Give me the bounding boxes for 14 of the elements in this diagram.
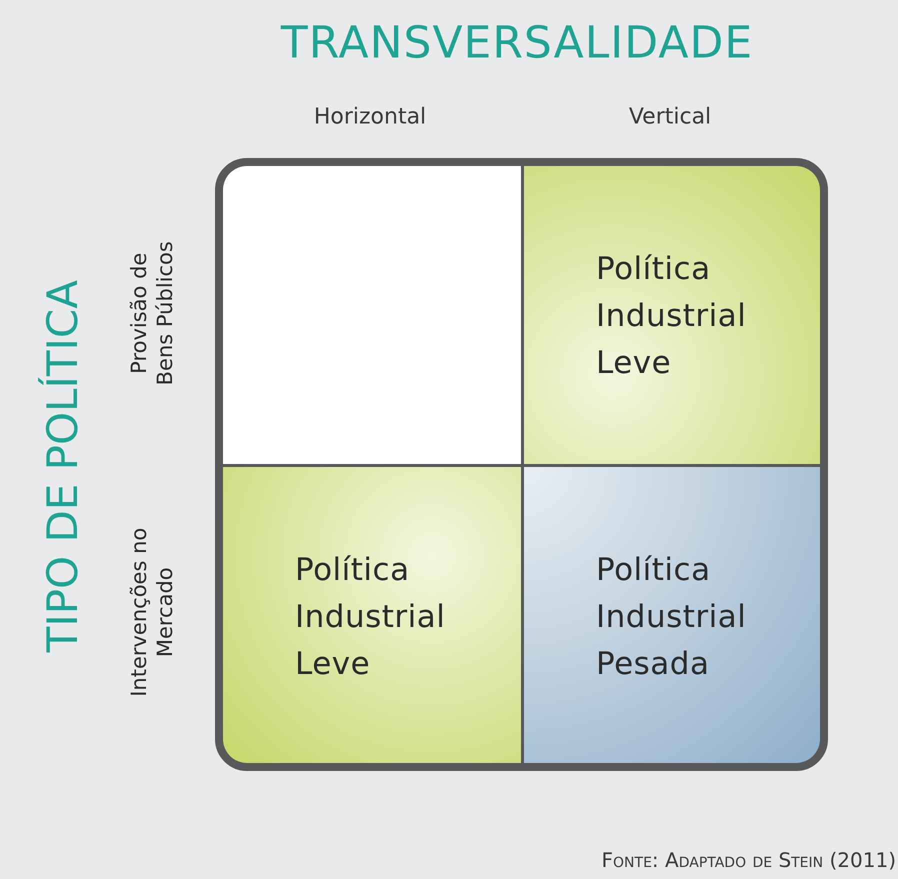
row-label: Provisão de Bens Públicos	[126, 240, 178, 388]
quadrant-text: Política Industrial Leve	[596, 250, 746, 383]
matrix-quadrant	[223, 467, 521, 763]
matrix-quadrant	[524, 166, 820, 464]
axis-heading: TIPO DE POLÍTICA	[36, 278, 88, 654]
quadrant-text: Política Industrial Leve	[295, 551, 446, 684]
source-caption: Fonte: Adaptado de Stein (2011)	[602, 848, 896, 872]
axis-heading: TRANSVERSALIDADE	[280, 18, 754, 68]
column-label: Horizontal	[314, 104, 426, 130]
column-label: Vertical	[628, 104, 712, 130]
empty-quadrant	[223, 166, 521, 464]
quadrant-text: Política Industrial Pesada	[596, 551, 746, 684]
matrix-quadrant	[524, 467, 820, 763]
row-label: Intervenções no Mercado	[126, 526, 178, 698]
